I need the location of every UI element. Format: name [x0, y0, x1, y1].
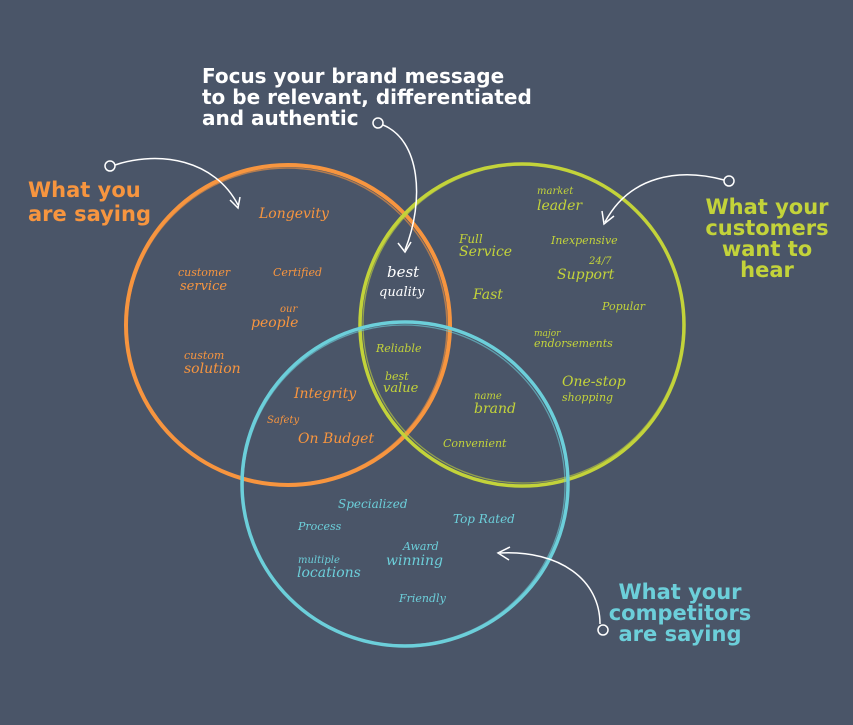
- word-quality: quality: [379, 285, 425, 300]
- word-top-rated: Top Rated: [453, 512, 515, 526]
- word-24-7: 24/7: [589, 256, 612, 267]
- word-one-stop: One-stop: [562, 374, 626, 390]
- word-market: market: [537, 186, 574, 197]
- arrow-competitors: [496, 546, 609, 636]
- word-popular: Popular: [602, 300, 646, 313]
- word-inexpensive: Inexpensive: [551, 234, 618, 247]
- word-reliable: Reliable: [376, 342, 422, 355]
- customers-line-1: What your: [705, 195, 829, 219]
- customers-line-3: want to hear: [721, 237, 813, 282]
- word-our: our: [280, 304, 298, 315]
- word-safety: Safety: [267, 415, 300, 426]
- word-multiple: multiple: [298, 555, 340, 566]
- customers-line-2: customers: [705, 216, 829, 240]
- word-name: name: [474, 391, 502, 402]
- word-value: value: [383, 381, 419, 396]
- word-specialized: Specialized: [338, 497, 408, 511]
- focus-line-2: to be relevant, differentiated: [202, 85, 532, 109]
- word-process: Process: [298, 520, 342, 533]
- arrow-focus: [372, 117, 418, 254]
- you-line-2: are saying: [28, 202, 151, 226]
- arrow-you: [104, 157, 241, 210]
- word-certified: Certified: [273, 266, 323, 279]
- word-on-budget: On Budget: [298, 431, 375, 447]
- focus-line-3: and authentic: [202, 106, 359, 130]
- competitors-line-2: competitors: [608, 601, 752, 625]
- word-full: Full: [459, 232, 483, 246]
- you-line-1: What you: [28, 178, 141, 202]
- word-award: Award: [403, 540, 439, 553]
- word-customer: customer: [178, 266, 231, 279]
- word-convenient: Convenient: [443, 437, 507, 450]
- word-best-2: best: [385, 370, 409, 383]
- word-fast: Fast: [473, 287, 503, 303]
- arrow-customers: [601, 174, 735, 226]
- word-solution: solution: [184, 361, 241, 377]
- word-service: service: [180, 279, 228, 294]
- word-people: people: [251, 315, 299, 331]
- word-integrity: Integrity: [294, 386, 357, 402]
- word-locations: locations: [297, 565, 361, 581]
- focus-heading: Focus your brand message to be relevant,…: [202, 66, 532, 129]
- word-friendly: Friendly: [399, 592, 446, 605]
- you-heading: What you are saying: [28, 178, 151, 226]
- word-major: major: [534, 329, 561, 339]
- word-custom: custom: [184, 349, 225, 362]
- word-best: best: [387, 263, 420, 281]
- word-shopping: shopping: [562, 391, 614, 404]
- circle-customers: [358, 162, 686, 488]
- word-service-2: Service: [459, 244, 513, 260]
- customers-heading: What your customers want to hear: [692, 197, 842, 281]
- competitors-line-3: are saying: [618, 622, 742, 646]
- word-winning: winning: [386, 553, 443, 569]
- circle-competitors: [240, 320, 570, 648]
- focus-line-1: Focus your brand message: [202, 64, 505, 88]
- word-endorsements: endorsements: [534, 337, 613, 350]
- word-leader: leader: [537, 198, 583, 214]
- word-brand: brand: [474, 401, 516, 417]
- competitors-heading: What your competitors are saying: [605, 582, 755, 645]
- word-support: Support: [557, 267, 615, 283]
- competitors-line-1: What your: [618, 580, 742, 604]
- word-longevity: Longevity: [259, 206, 329, 222]
